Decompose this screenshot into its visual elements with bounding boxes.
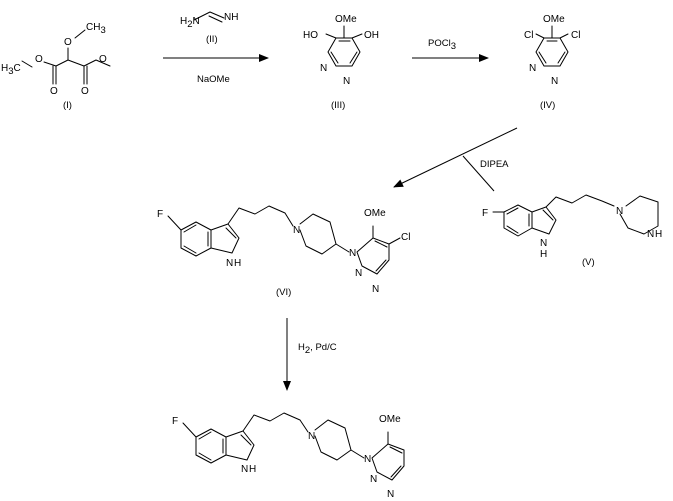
- atom-o-ester2: O: [99, 54, 107, 65]
- ch3-label: CH3: [86, 22, 106, 36]
- compound-II: H2N NH (II): [180, 11, 238, 45]
- atom-oh: OH: [364, 30, 379, 41]
- atom-indole-h: H: [540, 249, 547, 260]
- atom-ome: OMe: [543, 14, 565, 25]
- compound-II-label: (II): [206, 34, 218, 45]
- compound-V-label: (V): [582, 257, 595, 268]
- reagent-dipea: DIPEA: [480, 159, 509, 170]
- atom-cl-left: Cl: [524, 30, 533, 41]
- atom-pyrimidine-n2: N: [387, 489, 394, 500]
- compound-VI-label: (VI): [276, 287, 291, 298]
- atom-ome: OMe: [335, 14, 357, 25]
- atom-pyrimidine-n1: N: [370, 474, 377, 485]
- compound-III-label: (III): [331, 100, 345, 111]
- h3c-label: H3C: [1, 63, 21, 77]
- compound-III: OMe HO OH N N (III): [303, 14, 379, 111]
- atom-indole-n: N: [540, 238, 547, 249]
- atom-indole-n: N: [226, 258, 233, 269]
- atom-o-ester1: O: [35, 54, 43, 65]
- reagent-pocl3: POCl3: [428, 38, 456, 52]
- atom-piperazine-n: N: [616, 206, 623, 217]
- compound-IV-label: (IV): [540, 100, 555, 111]
- atom-n1: N: [529, 63, 536, 74]
- atom-o-carbonyl2: O: [81, 86, 89, 97]
- atom-f: F: [157, 209, 163, 220]
- reagent-h2-pdc: H2, Pd/C: [298, 342, 337, 356]
- nh-label: NH: [224, 12, 238, 23]
- atom-f: F: [172, 416, 178, 427]
- compound-IV: OMe Cl Cl N N (IV): [524, 14, 580, 111]
- atom-piperazine-n1: N: [308, 431, 315, 442]
- atom-ome: OMe: [364, 208, 386, 219]
- atom-piperazine-n1: N: [293, 225, 300, 236]
- atom-indole-h: H: [234, 258, 241, 269]
- atom-o-carbonyl1: O: [50, 86, 58, 97]
- compound-I-label: (I): [63, 100, 72, 111]
- atom-f: F: [482, 208, 488, 219]
- atom-pyrimidine-n2: N: [372, 284, 379, 295]
- atom-n2: N: [551, 76, 558, 87]
- atom-ho: HO: [303, 30, 318, 41]
- atom-piperazine-nh-h: H: [655, 229, 662, 240]
- atom-n1: N: [320, 63, 327, 74]
- atom-o-methoxy: O: [64, 37, 72, 48]
- atom-cl-right: Cl: [571, 30, 580, 41]
- atom-ome: OMe: [379, 414, 401, 425]
- atom-cl: Cl: [401, 232, 410, 243]
- compound-I: H3C O O CH3 O O O (I): [1, 22, 111, 111]
- atom-piperazine-n2: N: [364, 454, 371, 465]
- reagent-naome: NaOMe: [197, 74, 230, 85]
- atom-indole-h: H: [249, 464, 256, 475]
- compound-final: F N H N N OMe N N: [172, 412, 405, 500]
- atom-n2: N: [343, 76, 350, 87]
- arrow-step3: [393, 127, 518, 188]
- arrow-step3-tail: [462, 155, 495, 192]
- h2n-label: H2N: [180, 16, 200, 30]
- compound-VI: F N H N N OMe Cl N N (VI): [157, 205, 410, 298]
- atom-piperazine-nh-n: N: [647, 229, 654, 240]
- atom-indole-n: N: [241, 464, 248, 475]
- atom-piperazine-n2: N: [349, 248, 356, 259]
- atom-pyrimidine-n1: N: [355, 268, 362, 279]
- compound-V: F N H N N H (V): [482, 194, 662, 268]
